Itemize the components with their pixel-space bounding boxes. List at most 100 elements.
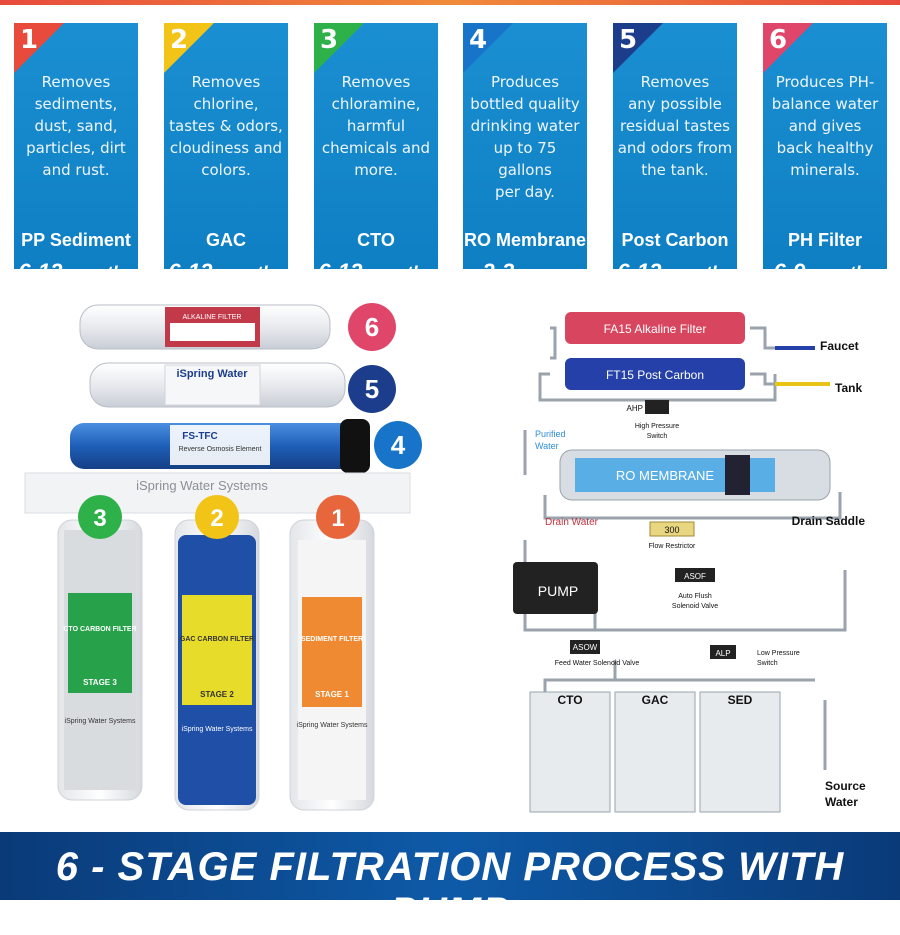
stage-description-line: chlorine,: [193, 95, 259, 113]
svg-text:iSpring Water Systems: iSpring Water Systems: [182, 726, 253, 733]
product-illustration: ALKALINE FILTER 6 iSpring Water 5 FS-TFC…: [24, 303, 422, 811]
svg-text:AHP: AHP: [627, 404, 643, 413]
diagram-alkaline-filter: FA15 Alkaline Filter: [565, 312, 745, 344]
stage-description-line: and rust.: [42, 161, 110, 179]
drain-saddle-label: Drain Saddle: [792, 514, 866, 528]
badge-5: 5: [348, 365, 396, 413]
svg-text:Feed Water Solenoid Valve: Feed Water Solenoid Valve: [555, 660, 640, 667]
alkaline-filter-cartridge: ALKALINE FILTER: [79, 304, 331, 350]
stage-description-line: Removes: [640, 73, 710, 91]
stage-description-line: sediments,: [34, 95, 118, 113]
ro-membrane-housing: FS-TFC Reverse Osmosis Element: [70, 419, 370, 473]
stage-description-line: chemicals and: [321, 139, 431, 157]
stage-number: 1: [20, 25, 39, 55]
stage-life: 2-3 years: [463, 259, 587, 269]
stage-name: PP Sediment: [21, 230, 131, 250]
stage-number: 6: [769, 25, 788, 55]
stage-number: 2: [170, 25, 189, 55]
svg-text:RO MEMBRANE: RO MEMBRANE: [616, 468, 715, 483]
source-label: Source: [825, 779, 866, 793]
stage-description: Produces PH-balance water and gives back h…: [767, 71, 883, 181]
stage-description-line: the tank.: [641, 161, 709, 179]
svg-text:Auto Flush: Auto Flush: [678, 593, 712, 600]
stage-description-line: up to 75 gallons: [493, 139, 557, 179]
svg-text:300: 300: [664, 525, 679, 535]
diagram-ro-membrane: RO MEMBRANE: [559, 449, 831, 501]
stage-description-line: particles, dirt: [26, 139, 126, 157]
stage-description-line: Removes: [41, 73, 111, 91]
svg-text:SEDIMENT FILTER: SEDIMENT FILTER: [301, 636, 363, 643]
bottom-banner: [0, 832, 900, 900]
badge-3: 3: [78, 495, 122, 539]
alkaline-label: ALKALINE FILTER: [182, 314, 241, 321]
stage-description: Removes sediments, dust, sand, particles, d…: [18, 71, 134, 181]
svg-text:iSpring Water Systems: iSpring Water Systems: [297, 722, 368, 729]
stage-description-line: bottled quality: [470, 95, 580, 113]
svg-text:CTO: CTO: [557, 693, 582, 707]
stage-description-line: and gives: [788, 117, 862, 135]
ahp-switch: AHP High Pressure Switch: [627, 400, 679, 440]
svg-text:iSpring Water Systems: iSpring Water Systems: [65, 718, 136, 725]
stage-description-line: Removes: [341, 73, 411, 91]
stage-description-line: Produces PH-: [775, 73, 875, 91]
svg-text:Switch: Switch: [757, 660, 778, 667]
stage-life: 6-12 months: [613, 259, 737, 269]
banner-title: 6 - STAGE FILTRATION PROCESS WITH PUMP: [55, 845, 845, 934]
stage-life: 6-12 months: [164, 259, 288, 269]
stage-description-line: Removes: [191, 73, 261, 91]
stage-description-line: more.: [354, 161, 398, 179]
source-water-label: Water: [825, 795, 858, 809]
svg-text:PUMP: PUMP: [538, 583, 578, 599]
post-carbon-cartridge: iSpring Water: [89, 362, 346, 408]
asof-valve: ASOF Auto Flush Solenoid Valve: [672, 568, 718, 610]
svg-text:STAGE 3: STAGE 3: [83, 678, 117, 687]
stage-name: Post Carbon: [621, 230, 729, 250]
cto-canister: CTO CARBON FILTER STAGE 3 iSpring Water …: [57, 519, 143, 801]
stage-description-line: minerals.: [790, 161, 860, 179]
svg-text:5: 5: [365, 374, 379, 404]
purified-label: Purified: [535, 429, 566, 439]
stage-description-line: and odors from: [617, 139, 733, 157]
svg-text:STAGE 2: STAGE 2: [200, 690, 234, 699]
svg-text:Switch: Switch: [647, 433, 668, 440]
stage-life: 6-9 months: [763, 259, 887, 269]
svg-text:STAGE 1: STAGE 1: [315, 690, 349, 699]
stage-description-line: any possible: [628, 95, 722, 113]
svg-text:2: 2: [210, 505, 223, 532]
stage-description: Removes any possible residual tastes and od…: [617, 71, 733, 181]
svg-text:1: 1: [331, 505, 344, 532]
sediment-canister: SEDIMENT FILTER STAGE 1 iSpring Water Sy…: [289, 519, 375, 811]
top-accent-strip: [0, 0, 900, 5]
svg-text:GAC CARBON FILTER: GAC CARBON FILTER: [180, 636, 254, 643]
alp-switch: ALP Low Pressure Switch: [710, 645, 800, 667]
asow-valve: ASOW Feed Water Solenoid Valve: [555, 640, 640, 667]
diagram-post-carbon-filter: FT15 Post Carbon: [565, 358, 745, 390]
frame-brand: iSpring Water Systems: [136, 478, 268, 493]
purified-water-label: Water: [535, 441, 559, 451]
gac-canister: GAC CARBON FILTER STAGE 2 iSpring Water …: [174, 519, 260, 811]
stage-number: 4: [469, 25, 488, 55]
svg-text:ALP: ALP: [715, 649, 730, 658]
flow-restrictor: 300 Flow Restrictor: [649, 521, 696, 550]
badge-2: 2: [195, 495, 239, 539]
stage-life: 6-12 months: [14, 259, 138, 269]
badge-6: 6: [348, 303, 396, 351]
svg-text:6: 6: [365, 312, 379, 342]
stage-description-line: tastes & odors,: [169, 117, 283, 135]
stage-description-line: residual tastes: [619, 117, 731, 135]
corner-accent: [763, 23, 813, 73]
stage-description-line: back healthy: [776, 139, 874, 157]
stage-description-line: balance water: [771, 95, 879, 113]
faucet-label: Faucet: [820, 339, 859, 353]
stage-description-line: dust, sand,: [34, 117, 118, 135]
svg-text:Solenoid Valve: Solenoid Valve: [672, 603, 718, 610]
svg-text:High Pressure: High Pressure: [635, 423, 679, 430]
corner-accent: [613, 23, 663, 73]
badge-4: 4: [374, 421, 422, 469]
svg-text:4: 4: [391, 430, 406, 460]
